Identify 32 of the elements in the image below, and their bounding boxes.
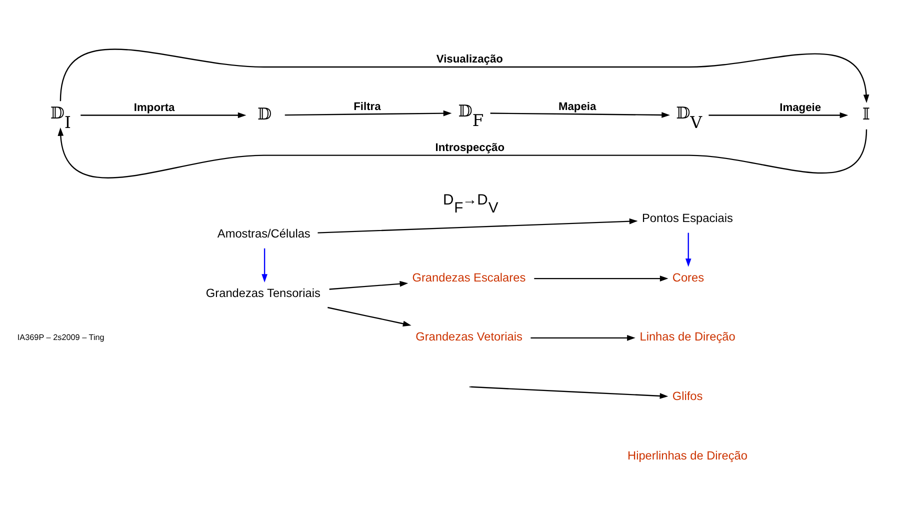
- edge-label: Filtra: [354, 101, 381, 114]
- node-text: Linhas de Direção: [640, 330, 736, 344]
- edge-label: Mapeia: [558, 101, 596, 114]
- arrow: [490, 112, 670, 118]
- arrow: [470, 386, 668, 399]
- node-text: Amostras/Células: [217, 226, 310, 241]
- node-text: Glifos: [672, 389, 703, 404]
- arrow: [329, 280, 408, 290]
- node-text: Grandezas Tensoriais: [206, 286, 320, 300]
- label: IA369P – 2s2009 – Ting: [17, 332, 104, 342]
- node-text: 𝔻: [258, 104, 272, 124]
- arrow: [685, 232, 692, 267]
- arrow: [318, 218, 638, 234]
- node-text: Cores: [672, 270, 704, 284]
- arrow: [328, 306, 412, 327]
- node-text: Grandezas Escalares: [412, 270, 526, 284]
- node-text: Grandezas Vetoriais: [416, 330, 522, 344]
- edge-label: Visualização: [436, 54, 503, 66]
- node-text: 𝕀: [862, 104, 870, 124]
- arrow: [58, 128, 868, 178]
- node-text: Hiperlinhas de Direção: [628, 448, 748, 462]
- arrow: [60, 48, 870, 103]
- arrow: [262, 248, 268, 282]
- node-text: Pontos Espaciais: [642, 210, 733, 225]
- arrow: [284, 110, 452, 116]
- arrow: [80, 112, 246, 118]
- edge-label: Imageie: [780, 102, 822, 114]
- arrow: [708, 112, 848, 118]
- edge-label: Importa: [134, 102, 175, 114]
- arrow: [530, 335, 636, 341]
- edge-label: Introspecção: [435, 142, 505, 154]
- arrow: [534, 276, 668, 282]
